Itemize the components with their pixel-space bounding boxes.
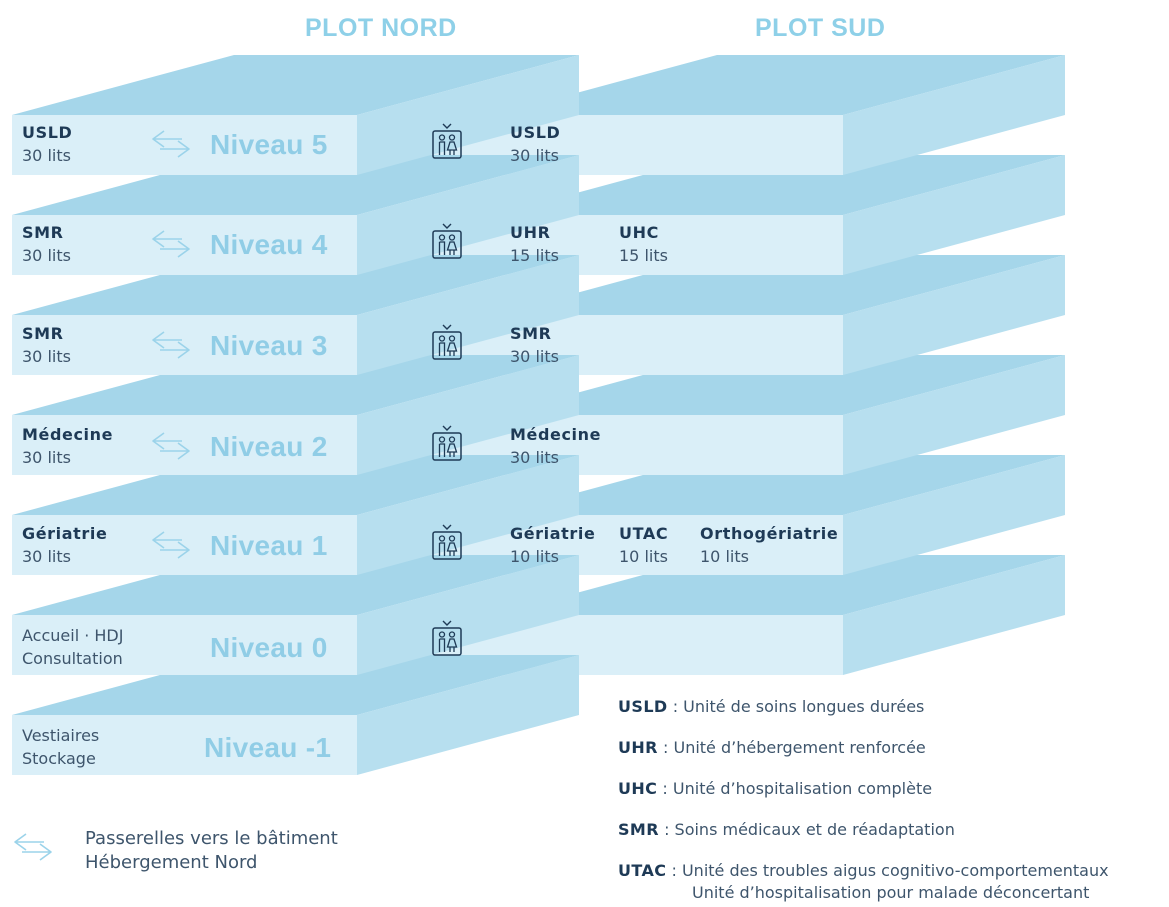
level-label-n2: Niveau 2 — [210, 431, 328, 462]
passerelle-icon-n2 — [150, 429, 192, 467]
legend-smr: SMR : Soins médicaux et de réadaptation — [618, 820, 955, 839]
level-label-nm1: Niveau -1 — [204, 732, 332, 763]
legend-uhr: UHR : Unité d’hébergement renforcée — [618, 738, 926, 757]
sud-slab-top — [495, 155, 1065, 215]
nord-slab-front — [12, 315, 357, 375]
sud-slab-front — [495, 315, 843, 375]
sud-slab-top — [495, 55, 1065, 115]
sud-slab-side — [843, 155, 1065, 275]
sud-slab-front — [495, 515, 843, 575]
nord-slab-front — [12, 715, 357, 775]
nord-slab-top — [12, 655, 579, 715]
elevator-icon-n1 — [430, 523, 464, 565]
sud-slab-top — [495, 455, 1065, 515]
passerelle-icon-n1 — [150, 528, 192, 566]
elevator-icon-n0 — [430, 619, 464, 661]
sud-slab-top — [495, 555, 1065, 615]
sud-slab-front — [495, 115, 843, 175]
nord-slab-front — [12, 415, 357, 475]
nord-slab-side — [357, 555, 579, 675]
nord-slab-top — [12, 455, 579, 515]
legend-utac: UTAC : Unité des troubles aigus cognitiv… — [618, 861, 1109, 880]
passerelle-icon-n5 — [150, 127, 192, 165]
level-label-n4: Niveau 4 — [210, 229, 328, 260]
nord-slab-front — [12, 615, 357, 675]
elevator-icon-n4 — [430, 222, 464, 264]
passerelle-icon-n3 — [150, 328, 192, 366]
nord-slab-side — [357, 655, 579, 775]
nord-slab-top — [12, 155, 579, 215]
elevator-icon-n5 — [430, 122, 464, 164]
nord-slab-side — [357, 255, 579, 375]
plot-nord-title: PLOT NORD — [305, 14, 457, 42]
passerelle-icon-n4 — [150, 227, 192, 265]
sud-slab-front — [495, 215, 843, 275]
nord-slab-front — [12, 515, 357, 575]
level-label-n0: Niveau 0 — [210, 632, 328, 663]
sud-slab-side — [843, 255, 1065, 375]
legend-usld: USLD : Unité de soins longues durées — [618, 697, 925, 716]
sud-slab-top — [495, 255, 1065, 315]
level-label-n1: Niveau 1 — [210, 530, 328, 561]
legend-utac-extra: Unité d’hospitalisation pour malade déco… — [692, 883, 1090, 902]
elevator-icon-n2 — [430, 424, 464, 466]
passerelle-legend-icon — [12, 830, 54, 868]
sud-slab-front — [495, 615, 843, 675]
nord-slab-side — [357, 355, 579, 475]
nord-slab-top — [12, 555, 579, 615]
sud-slab-side — [843, 55, 1065, 175]
sud-slab-front — [495, 415, 843, 475]
sud-slab-side — [843, 455, 1065, 575]
plot-sud-title: PLOT SUD — [755, 14, 886, 42]
level-label-n3: Niveau 3 — [210, 330, 328, 361]
elevator-icon-n3 — [430, 323, 464, 365]
nord-slab-top — [12, 355, 579, 415]
sud-slab-side — [843, 555, 1065, 675]
nord-slab-top — [12, 55, 579, 115]
nord-slab-side — [357, 155, 579, 275]
level-label-n5: Niveau 5 — [210, 129, 328, 160]
sud-slab-top — [495, 355, 1065, 415]
sud-slab-side — [843, 355, 1065, 475]
legend-uhc: UHC : Unité d’hospitalisation complète — [618, 779, 933, 798]
nord-slab-top — [12, 255, 579, 315]
nord-slab-side — [357, 455, 579, 575]
nord-slab-side — [357, 55, 579, 175]
